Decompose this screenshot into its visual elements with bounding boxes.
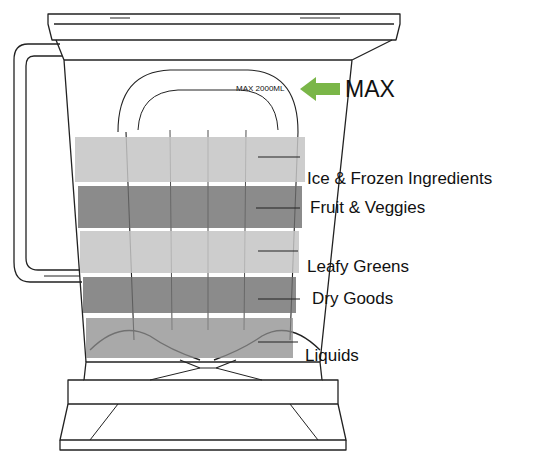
base-plinth — [60, 440, 346, 450]
layer-label: Dry Goods — [312, 289, 393, 309]
fill-bands — [75, 137, 305, 358]
layer-label: Fruit & Veggies — [310, 198, 425, 218]
lid-rim — [54, 23, 394, 24]
leader-line — [258, 250, 298, 251]
handle-foot — [44, 276, 80, 277]
leader-line — [258, 341, 298, 342]
max-label: MAX — [345, 76, 395, 102]
base-top — [68, 380, 338, 404]
capacity-mark: MAX 2000ML — [236, 84, 284, 94]
jar-collar — [84, 362, 322, 380]
liquids-band — [86, 318, 293, 358]
layer-label: Liquids — [305, 346, 359, 366]
lid-detail — [110, 18, 340, 19]
ice-band — [75, 137, 305, 182]
blade — [180, 360, 236, 368]
layer-label: Leafy Greens — [307, 257, 409, 277]
max-arrow — [300, 77, 340, 101]
base-body — [60, 404, 346, 440]
jar-inner-ridge — [138, 90, 278, 130]
base-detail — [90, 368, 318, 440]
greens-band — [80, 231, 299, 273]
jar-shoulder — [64, 59, 352, 60]
leader-lines — [256, 157, 300, 342]
leader-line — [258, 156, 300, 157]
jar-lid — [48, 14, 400, 40]
layer-label: Ice & Frozen Ingredients — [307, 169, 492, 189]
leader-line — [256, 207, 300, 208]
leader-line — [258, 298, 300, 299]
fruit-band — [78, 186, 302, 228]
dry-band — [83, 277, 296, 313]
